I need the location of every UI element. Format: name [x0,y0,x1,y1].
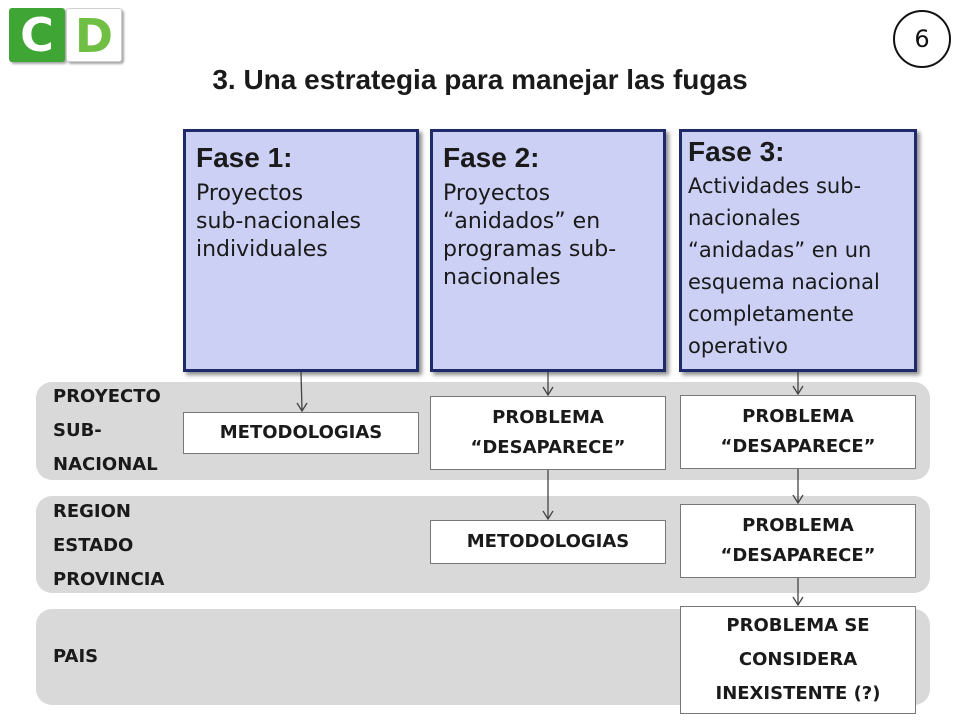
phase-2-description: Proyectos “anidados” en programas sub- n… [443,180,655,292]
phase-3-description: Actividades sub- nacionales “anidadas” e… [688,170,906,362]
result-line: PROBLEMA [492,407,604,428]
slide-title: 3. Una estrategia para manejar las fugas [212,64,748,95]
phase-1-description: Proyectos sub-nacionales individuales [196,180,408,264]
band-label-line: REGION [53,501,131,522]
result-phase3-pais-inexistente: PROBLEMA SE CONSIDERA INEXISTENTE (?) [680,606,916,714]
result-phase3-region-problema: PROBLEMA “DESAPARECE” [680,504,916,578]
result-line: CONSIDERA [738,649,858,670]
phase-1-box: Fase 1: Proyectos sub-nacionales individ… [183,129,419,372]
result-line: PROBLEMA SE [726,615,870,636]
band-label-line: PAIS [53,646,99,667]
band-label-line: PROVINCIA [53,569,165,590]
result-line: PROBLEMA [742,515,854,536]
result-phase2-problema-desaparece: PROBLEMA “DESAPARECE” [430,396,666,470]
phase-3-line: completamente [688,302,854,326]
logo-d: D [66,8,122,63]
phase-1-line: sub-nacionales [196,209,361,234]
phase-3-title: Fase 3: [688,136,785,167]
arrowhead [792,596,804,607]
phase-1-title: Fase 1: [196,142,293,173]
phase-2-box: Fase 2: Proyectos “anidados” en programa… [430,129,666,372]
phase-2-line: programas sub- [443,237,617,262]
band-label-region: REGION ESTADO PROVINCIA [53,495,164,597]
band-label-line: PROYECTO [53,386,161,407]
result-line: PROBLEMA [742,406,854,427]
result-line: “DESAPARECE” [720,545,876,566]
logo-c: C [9,8,65,62]
band-label-line: NACIONAL [53,454,158,475]
phase-1-line: Proyectos [196,181,304,206]
phase-3-line: operativo [688,334,788,358]
phase-2-line: nacionales [443,265,561,290]
band-label-line: SUB- [53,420,102,441]
phase-2-line: “anidados” en [443,209,601,234]
page-number: 6 [893,10,951,68]
phase-2-title: Fase 2: [443,142,540,173]
phase-1-line: individuales [196,237,328,262]
result-phase2-metodologias: METODOLOGIAS [430,520,666,564]
result-line: “DESAPARECE” [470,437,626,458]
phase-3-line: “anidadas” en un [688,238,872,262]
band-label-line: ESTADO [53,535,134,556]
result-phase3-proyecto-problema: PROBLEMA “DESAPARECE” [680,395,916,469]
result-line: INEXISTENTE (?) [715,683,881,704]
phase-3-line: nacionales [688,206,801,230]
result-line: METODOLOGIAS [466,531,630,552]
phase-3-line: esquema nacional [688,270,880,294]
band-label-pais: PAIS [53,640,98,674]
phase-3-box: Fase 3: Actividades sub- nacionales “ani… [679,129,917,372]
phase-3-line: Actividades sub- [688,174,862,198]
result-phase1-metodologias: METODOLOGIAS [183,412,419,454]
phase-2-line: Proyectos [443,181,551,206]
result-line: METODOLOGIAS [219,422,383,443]
result-line: “DESAPARECE” [720,436,876,457]
band-label-proyecto: PROYECTO SUB- NACIONAL [53,380,161,482]
